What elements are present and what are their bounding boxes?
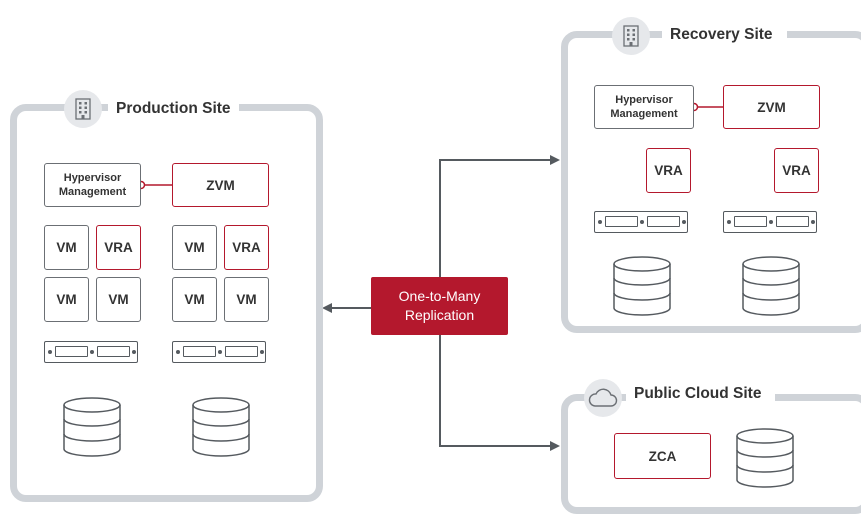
production-host1-tile-4: VM xyxy=(96,277,141,322)
database-icon xyxy=(63,397,121,457)
cloud-icon xyxy=(588,388,618,407)
production-host1-tile-3: VM xyxy=(44,277,89,322)
server-icon xyxy=(172,341,266,363)
replication-line-2: Replication xyxy=(404,307,475,323)
recovery-vra-2: VRA xyxy=(774,148,819,193)
production-zvm: ZVM xyxy=(172,163,269,207)
recovery-site-title: Recovery Site xyxy=(662,26,787,44)
production-site-title: Production Site xyxy=(108,100,239,118)
public-cloud-zca: ZCA xyxy=(614,433,711,479)
recovery-vra-1: VRA xyxy=(646,148,691,193)
production-site-badge xyxy=(64,90,102,128)
building-icon xyxy=(623,25,639,47)
recovery-hypervisor-management: Hypervisor Management xyxy=(594,85,694,129)
replication-line-1: One-to-Many xyxy=(398,288,481,304)
server-icon xyxy=(44,341,138,363)
database-icon xyxy=(192,397,250,457)
database-icon xyxy=(736,428,794,488)
production-host1-tile-2: VRA xyxy=(96,225,141,270)
production-hypervisor-management: Hypervisor Management xyxy=(44,163,141,207)
server-icon xyxy=(594,211,688,233)
recovery-zvm: ZVM xyxy=(723,85,820,129)
database-icon xyxy=(613,256,671,316)
building-icon xyxy=(75,98,91,120)
production-host2-tile-2: VRA xyxy=(224,225,269,270)
one-to-many-replication-label: One-to-Many Replication xyxy=(371,277,508,335)
production-host2-tile-3: VM xyxy=(172,277,217,322)
database-icon xyxy=(742,256,800,316)
arrow-to-recovery xyxy=(439,155,560,277)
production-host1-tile-1: VM xyxy=(44,225,89,270)
server-icon xyxy=(723,211,817,233)
production-host2-tile-4: VM xyxy=(224,277,269,322)
public-cloud-site-badge xyxy=(584,379,622,417)
production-host2-tile-1: VM xyxy=(172,225,217,270)
public-cloud-site-title: Public Cloud Site xyxy=(626,385,776,403)
arrow-to-public-cloud xyxy=(439,335,560,451)
recovery-site-badge xyxy=(612,17,650,55)
